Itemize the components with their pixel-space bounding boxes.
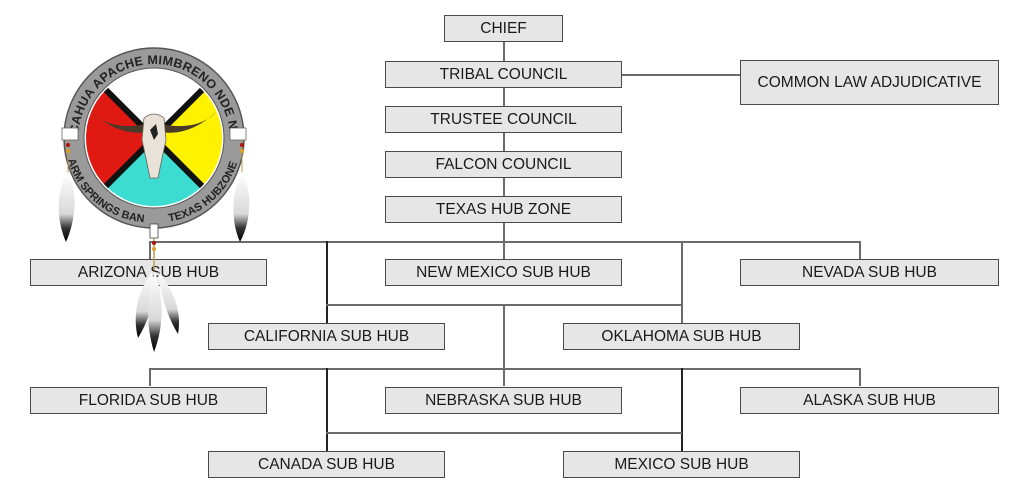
connector-trustee-falcon	[503, 133, 505, 151]
connector-tribal-commonlaw	[622, 74, 740, 76]
node-alaska-sub-hub: ALASKA SUB HUB	[740, 387, 999, 414]
connector-canada	[326, 368, 328, 451]
connector-oklahoma	[681, 241, 683, 323]
connector-chief-tribal	[503, 42, 505, 61]
nation-seal-logo: CHIRICAHUA APACHE MIMBRENO NDE NATION WA…	[0, 0, 250, 352]
node-florida-sub-hub: FLORIDA SUB HUB	[30, 387, 267, 414]
connector-tribal-trustee	[503, 88, 505, 106]
node-california-sub-hub: CALIFORNIA SUB HUB	[208, 323, 445, 350]
connector-texas-bus	[503, 223, 505, 241]
connector-tier1-bus	[149, 241, 860, 243]
node-tribal-council: TRIBAL COUNCIL	[385, 61, 622, 88]
bottom-feathers-icon	[135, 272, 180, 352]
connector-california	[326, 241, 328, 323]
connector-alaska	[859, 368, 861, 386]
node-trustee-council: TRUSTEE COUNCIL	[385, 106, 622, 133]
node-mexico-sub-hub: MEXICO SUB HUB	[563, 451, 800, 478]
node-nevada-sub-hub: NEVADA SUB HUB	[740, 259, 999, 286]
node-canada-sub-hub: CANADA SUB HUB	[208, 451, 445, 478]
node-nebraska-sub-hub: NEBRASKA SUB HUB	[385, 387, 622, 414]
connector-florida	[149, 368, 151, 386]
connector-falcon-texas	[503, 178, 505, 196]
node-falcon-council: FALCON COUNCIL	[385, 151, 622, 178]
connector-newmexico	[503, 241, 505, 259]
right-feather-icon	[233, 140, 250, 242]
connector-tier2-trunk	[503, 304, 505, 368]
node-texas-hub-zone: TEXAS HUB ZONE	[385, 196, 622, 223]
connector-tier2-midbus	[326, 432, 682, 434]
node-chief: CHIEF	[444, 15, 563, 42]
connector-tier2-bus	[149, 368, 860, 370]
connector-arizona	[149, 241, 151, 259]
connector-nebraska	[503, 368, 505, 386]
connector-mexico	[681, 368, 683, 451]
node-new-mexico-sub-hub: NEW MEXICO SUB HUB	[385, 259, 622, 286]
connector-nevada	[859, 241, 861, 259]
node-common-law-adjudicative: COMMON LAW ADJUDICATIVE	[740, 60, 999, 105]
left-feather-icon	[58, 140, 75, 242]
node-oklahoma-sub-hub: OKLAHOMA SUB HUB	[563, 323, 800, 350]
longhorn-skull-icon	[92, 112, 216, 179]
